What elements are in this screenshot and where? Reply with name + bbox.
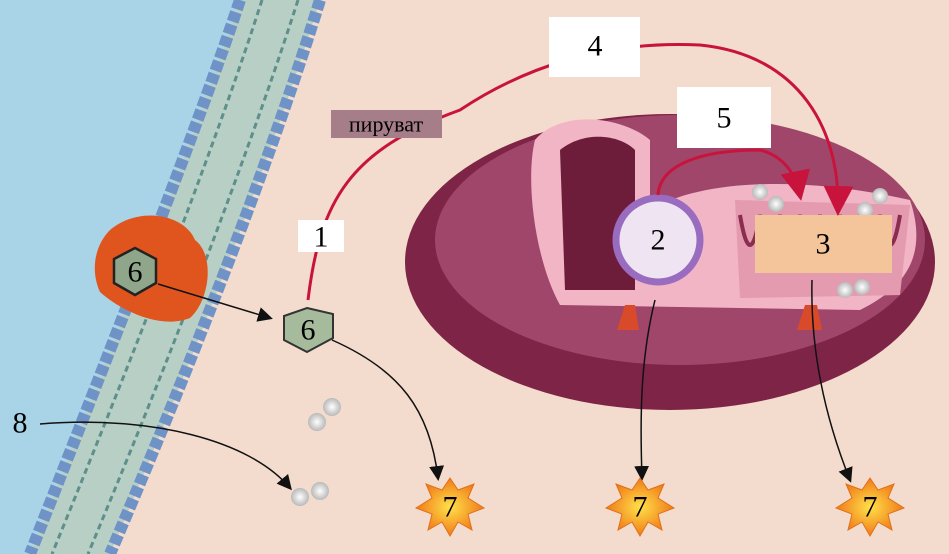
electron-transport-chain-box: 3	[755, 215, 892, 273]
pyruvate-label-box: пируват	[331, 110, 442, 138]
krebs-cycle: 2	[612, 194, 704, 286]
label-5: 5	[717, 102, 732, 135]
atp-star-1: 7	[414, 477, 486, 538]
label-3: 3	[816, 228, 831, 261]
label-1: 1	[314, 221, 329, 254]
label-2: 2	[651, 224, 666, 257]
label-6-free: 6	[301, 314, 316, 347]
label-box-5: 5	[677, 87, 771, 148]
pyruvate-label: пируват	[349, 112, 424, 137]
label-4: 4	[588, 30, 603, 63]
atp-star-3: 7	[834, 477, 906, 538]
label-7b: 7	[633, 491, 648, 524]
label-7c: 7	[863, 491, 878, 524]
label-6-channel: 6	[128, 256, 143, 289]
label-8: 8	[13, 407, 28, 440]
glucose-molecule: 6	[283, 306, 334, 354]
glucose-molecule-channel: 6	[112, 246, 158, 297]
atp-star-2: 7	[604, 477, 676, 538]
water-molecules	[291, 184, 888, 506]
arrow-5	[656, 148, 810, 201]
label-7a: 7	[443, 491, 458, 524]
label-box-4: 4	[549, 17, 640, 77]
label-box-1: 1	[298, 220, 344, 254]
